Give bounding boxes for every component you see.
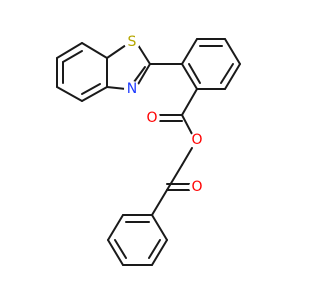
bond-inner [114, 239, 127, 259]
bond [151, 189, 168, 216]
label-background [189, 179, 205, 195]
ester-carbonyl-oxygen-label: O [146, 110, 157, 126]
bond [181, 114, 193, 135]
bond [151, 214, 168, 241]
bond [107, 214, 124, 241]
bond [224, 63, 241, 90]
bond-inner [188, 63, 201, 84]
bond-inner [81, 83, 101, 95]
bond-inner [133, 66, 146, 83]
benzoate-ring [181, 38, 241, 90]
label-background [144, 110, 160, 126]
bond [181, 38, 198, 65]
bond-inner [220, 63, 234, 84]
benzothiazole-benzene-ring [56, 42, 108, 102]
bond [106, 44, 127, 59]
bond [151, 239, 168, 266]
bond [81, 42, 108, 59]
bond [56, 42, 83, 59]
thiazole-ring [106, 44, 151, 90]
sulfur-atom-label: S [128, 34, 137, 50]
bond [106, 86, 127, 90]
ketone-oxygen-label: O [191, 179, 202, 195]
label-background [124, 81, 140, 97]
atom-labels: S N O O O [124, 34, 205, 195]
bond-inner [62, 50, 83, 63]
phenyl-ring [107, 214, 168, 266]
bond [137, 44, 151, 65]
bond [81, 86, 108, 102]
bond [56, 86, 83, 102]
bond-inner [148, 239, 161, 259]
bond [181, 147, 193, 166]
ketone-group [151, 164, 191, 216]
ester-oxygen-label: O [191, 132, 202, 148]
nitrogen-atom-label: N [127, 81, 137, 97]
bond [181, 63, 198, 90]
bond [107, 239, 124, 266]
bond [166, 164, 183, 191]
ester-group [159, 88, 198, 166]
label-background [189, 132, 205, 148]
bond [224, 38, 241, 65]
bond [136, 63, 151, 87]
molecule-structure-diagram: S N O O O [56, 34, 241, 266]
label-background [124, 34, 140, 50]
bond [181, 88, 198, 116]
